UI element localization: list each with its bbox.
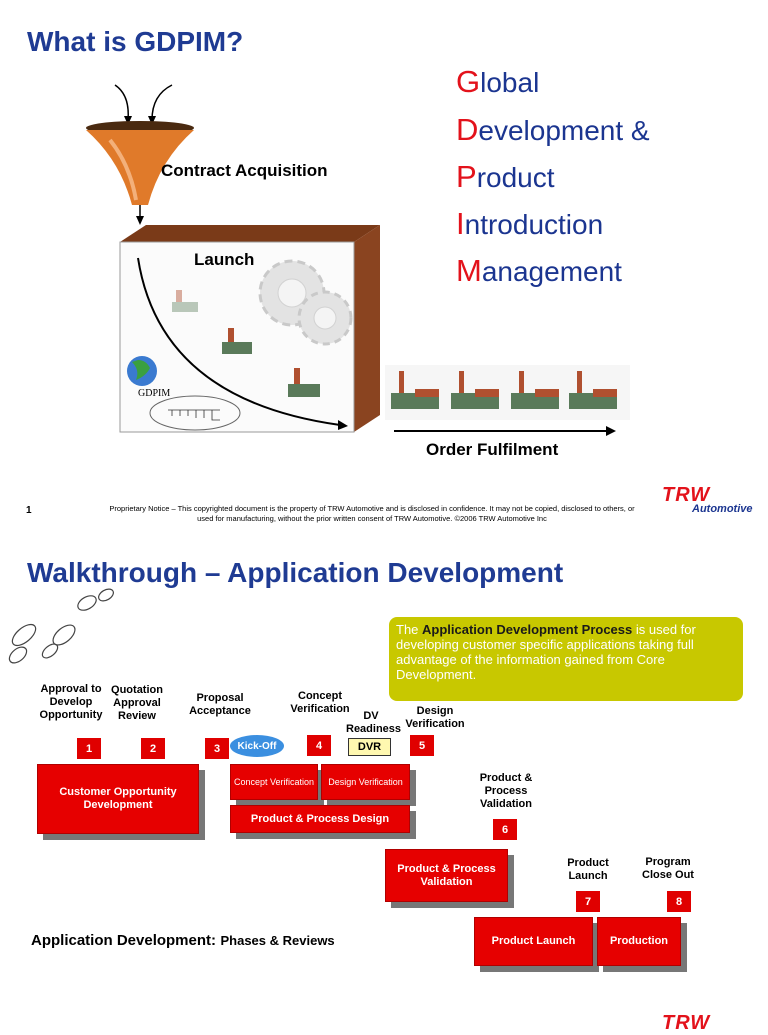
phase-concept-verification: Concept Verification <box>230 764 318 800</box>
arrow-in-right <box>151 84 173 121</box>
box-top <box>120 225 380 242</box>
acronym-line-introduction: Introduction <box>456 206 604 241</box>
mini-diagram-oval <box>149 395 241 431</box>
dv-readiness-label: DV Readiness <box>346 710 402 735</box>
milestone-label-5: Design Verification <box>405 705 465 730</box>
acronym-line-development: Development & <box>456 112 650 147</box>
launch-label: Launch <box>194 250 255 269</box>
slide2-title: Walkthrough – Application Development <box>27 557 564 588</box>
milestone-label-1: Approval to Develop Opportunity <box>39 683 103 721</box>
acronym-line-product: Product <box>456 159 555 194</box>
trw-logo: TRW Automotive <box>662 484 753 515</box>
milestone-marker-1: 1 <box>77 738 101 759</box>
globe-label: GDPIM <box>138 388 171 399</box>
factory-icon <box>511 371 559 409</box>
milestone-marker-5: 5 <box>410 735 434 756</box>
callout-box: The Application Development Process is u… <box>389 617 743 701</box>
factory-icon <box>172 290 198 312</box>
factory-icon <box>451 371 499 409</box>
acronym-line-management: Management <box>456 253 622 288</box>
factory-icon <box>391 371 439 409</box>
factory-icon <box>569 371 617 409</box>
phase-product-process-validation: Product & Process Validation <box>385 849 508 902</box>
gear-icon <box>258 259 353 346</box>
milestone-label-2: Quotation Approval Review <box>111 684 163 722</box>
milestone-marker-7: 7 <box>576 891 600 912</box>
page-number: 1 <box>26 505 32 516</box>
dvr-badge: DVR <box>348 738 391 756</box>
milestone-label-8: Program Close Out <box>642 856 694 881</box>
arrow-in-left <box>114 84 129 121</box>
box-side <box>354 225 380 432</box>
milestone-marker-2: 2 <box>141 738 165 759</box>
phase-product-launch: Product Launch <box>474 917 593 966</box>
contract-acquisition-label: Contract Acquisition <box>161 161 328 180</box>
footprints-icon <box>8 588 114 664</box>
milestone-marker-3: 3 <box>205 738 229 759</box>
phase-product-process-design: Product & Process Design <box>230 805 410 833</box>
milestone-marker-4: 4 <box>307 735 331 756</box>
phase-production: Production <box>597 917 681 966</box>
factories-row <box>385 365 630 420</box>
milestone-label-3: Proposal Acceptance <box>189 692 251 717</box>
decay-curve <box>137 257 341 426</box>
factory-icon <box>288 368 320 397</box>
fulfilment-arrow <box>394 426 616 436</box>
slide1-title: What is GDPIM? <box>27 26 244 57</box>
gdpim-diagram <box>86 84 380 433</box>
milestone-marker-8: 8 <box>667 891 691 912</box>
milestone-label-7: Product Launch <box>567 857 609 882</box>
milestone-marker-6: 6 <box>493 819 517 840</box>
milestone-label-6: Product & Process Validation <box>479 772 533 810</box>
milestone-label-4: Concept Verification <box>290 690 350 715</box>
proprietary-notice: Proprietary Notice – This copyrighted do… <box>109 504 635 523</box>
funnel-icon <box>86 130 194 205</box>
phase-design-verification: Design Verification <box>321 764 410 800</box>
phase-customer-opportunity-development: Customer Opportunity Development <box>37 764 199 834</box>
factory-icon <box>222 328 252 354</box>
acronym-line-global: Global <box>456 64 540 99</box>
kickoff-badge: Kick-Off <box>230 735 284 757</box>
order-fulfilment-label: Order Fulfilment <box>426 440 559 459</box>
slide2-caption: Application Development: Phases & Review… <box>31 932 335 949</box>
